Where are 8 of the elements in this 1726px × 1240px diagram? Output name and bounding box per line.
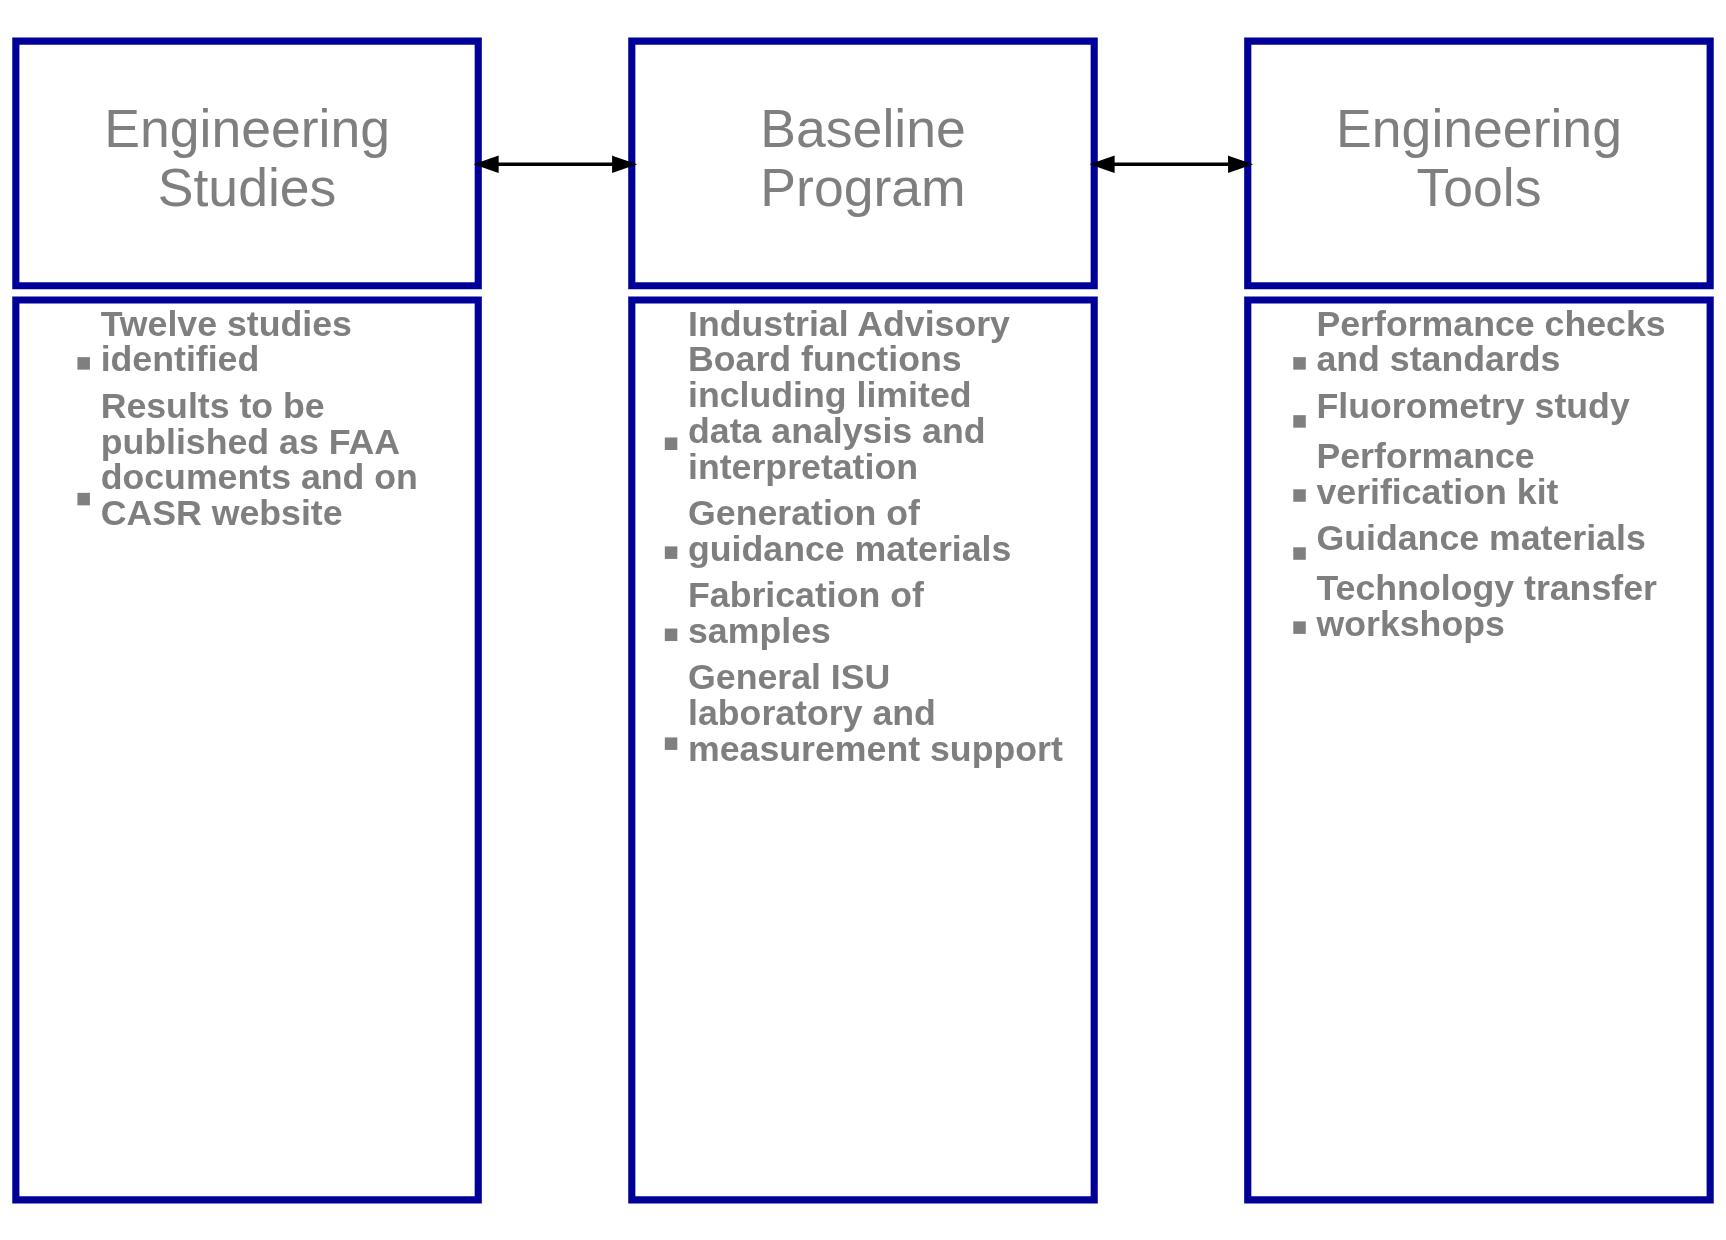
node-box: Engineering Studies: [12, 37, 482, 289]
node-box: Engineering Tools: [1244, 37, 1714, 289]
arrow: [1089, 155, 1254, 173]
arrow: [473, 155, 638, 173]
node-box: Twelve studies identified Results to be published as FAA documents and on CASR website: [12, 295, 482, 1203]
node-box: Baseline Program: [628, 37, 1098, 289]
node-box: Performance checks and standards Fluorometry study Performance verification kit Guidance materials Technology transfer workshops: [1244, 295, 1714, 1203]
node-box: Industrial Advisory Board functions including limited data analysis and interpretation Generation of guidance materials Fabrication of samples General ISU laboratory and measurement support: [628, 295, 1098, 1203]
